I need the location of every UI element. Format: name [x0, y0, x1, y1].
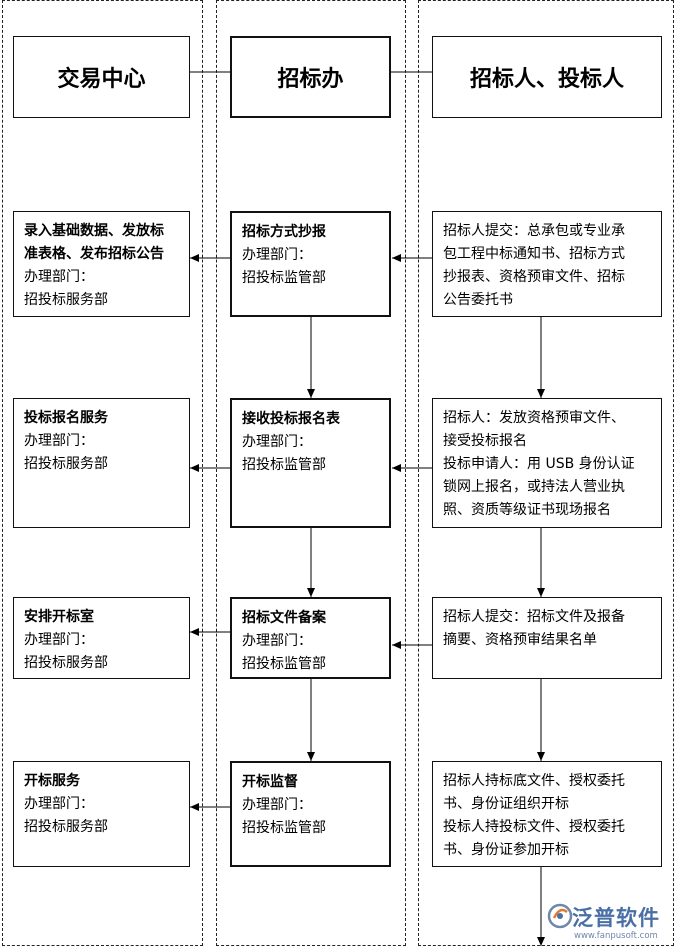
- header-tender-office-label: 招标办: [277, 67, 344, 92]
- right-box-line: 招标人持标底文件、授权委托: [443, 773, 625, 789]
- right-box-line: 书、身份证参加开标: [443, 842, 569, 858]
- middle-box-dept: 招投标监管部: [242, 656, 326, 672]
- header-trading-center: 交易中心: [13, 36, 190, 118]
- header-tender-office: 招标办: [230, 36, 391, 118]
- watermark-name: 泛普软件: [572, 906, 660, 930]
- middle-box-dept-label: 办理部门：: [242, 247, 312, 263]
- middle-box-dept: 招投标监管部: [242, 270, 326, 286]
- left-box-dept-label: 办理部门：: [24, 433, 94, 449]
- lane-trading-center: [2, 0, 203, 946]
- right-box-line: 招标人：发放资格预审文件、: [443, 410, 625, 426]
- right-box-submission-4: 招标人持标底文件、授权委托 书、身份证组织开标 投标人持投标文件、授权委托 书、…: [432, 761, 662, 867]
- right-box-line: 摘要、资格预审结果名单: [443, 632, 597, 648]
- middle-box-dept-label: 办理部门：: [242, 797, 312, 813]
- left-box-registration: 投标报名服务 办理部门： 招投标服务部: [13, 398, 190, 528]
- middle-box-title: 招标方式抄报: [242, 224, 326, 240]
- header-trading-center-label: 交易中心: [57, 67, 146, 92]
- header-bidders-label: 招标人、投标人: [469, 67, 624, 92]
- right-box-line: 包工程中标通知书、招标方式: [443, 246, 625, 262]
- right-box-submission-2: 招标人：发放资格预审文件、 接受投标报名 投标申请人：用 USB 身份认证 锁网…: [432, 398, 662, 528]
- left-box-opening-service: 开标服务 办理部门： 招投标服务部: [13, 761, 190, 867]
- right-box-line: 照、资质等级证书现场报名: [443, 502, 611, 518]
- right-box-line: 招标人提交：总承包或专业承: [443, 223, 625, 239]
- left-box-dept-label: 办理部门：: [24, 796, 94, 812]
- right-box-line: 锁网上报名，或持法人营业执: [443, 479, 625, 495]
- middle-box-title: 招标文件备案: [242, 610, 326, 626]
- middle-box-dept: 招投标监管部: [242, 457, 326, 473]
- middle-box-dept-label: 办理部门：: [242, 434, 312, 450]
- middle-box-receive-registration: 接收投标报名表 办理部门： 招投标监管部: [230, 398, 391, 528]
- left-box-dept: 招投标服务部: [24, 655, 108, 671]
- right-box-line: 投标人持投标文件、授权委托: [443, 819, 625, 835]
- left-box-title-line: 录入基础数据、发放标: [24, 223, 164, 239]
- left-box-dept: 招投标服务部: [24, 456, 108, 472]
- right-box-line: 招标人提交：招标文件及报备: [443, 609, 625, 625]
- middle-box-tender-method: 招标方式抄报 办理部门： 招投标监管部: [230, 211, 391, 317]
- lane-bidders: [418, 0, 674, 946]
- watermark-url: www.fanpusoft.com: [574, 931, 658, 941]
- left-box-opening-room: 安排开标室 办理部门： 招投标服务部: [13, 597, 190, 679]
- middle-box-title: 接收投标报名表: [242, 411, 340, 427]
- middle-box-document-filing: 招标文件备案 办理部门： 招投标监管部: [230, 597, 391, 679]
- left-box-title: 录入基础数据、发放标准表格、发布招标公告: [24, 220, 179, 266]
- header-bidders: 招标人、投标人: [432, 36, 662, 118]
- middle-box-title: 开标监督: [242, 774, 298, 790]
- lane-tender-office: [216, 0, 406, 946]
- middle-box-dept: 招投标监管部: [242, 820, 326, 836]
- left-box-dept: 招投标服务部: [24, 292, 108, 308]
- middle-box-dept-label: 办理部门：: [242, 633, 312, 649]
- fanpu-logo-icon: [547, 903, 573, 929]
- left-box-dept-label: 办理部门：: [24, 269, 94, 285]
- right-box-line: 投标申请人：用 USB 身份认证: [443, 456, 635, 472]
- right-box-line: 书、身份证组织开标: [443, 796, 569, 812]
- right-box-line: 接受投标报名: [443, 433, 527, 449]
- right-box-submission-3: 招标人提交：招标文件及报备 摘要、资格预审结果名单: [432, 597, 662, 679]
- middle-box-opening-supervision: 开标监督 办理部门： 招投标监管部: [230, 761, 391, 867]
- right-box-line: 公告委托书: [443, 292, 513, 308]
- right-box-line: 抄报表、资格预审文件、招标: [443, 269, 625, 285]
- left-box-title: 安排开标室: [24, 609, 94, 625]
- left-box-title-line: 准表格、发布招标公告: [24, 246, 164, 262]
- left-box-title: 开标服务: [24, 773, 80, 789]
- left-box-title: 投标报名服务: [24, 410, 108, 426]
- left-box-basic-data: 录入基础数据、发放标准表格、发布招标公告 办理部门： 招投标服务部: [13, 211, 190, 317]
- left-box-dept: 招投标服务部: [24, 819, 108, 835]
- left-box-dept-label: 办理部门：: [24, 632, 94, 648]
- watermark-logo: 泛普软件 www.fanpusoft.com: [546, 900, 670, 946]
- right-box-submission-1: 招标人提交：总承包或专业承 包工程中标通知书、招标方式 抄报表、资格预审文件、招…: [432, 211, 662, 317]
